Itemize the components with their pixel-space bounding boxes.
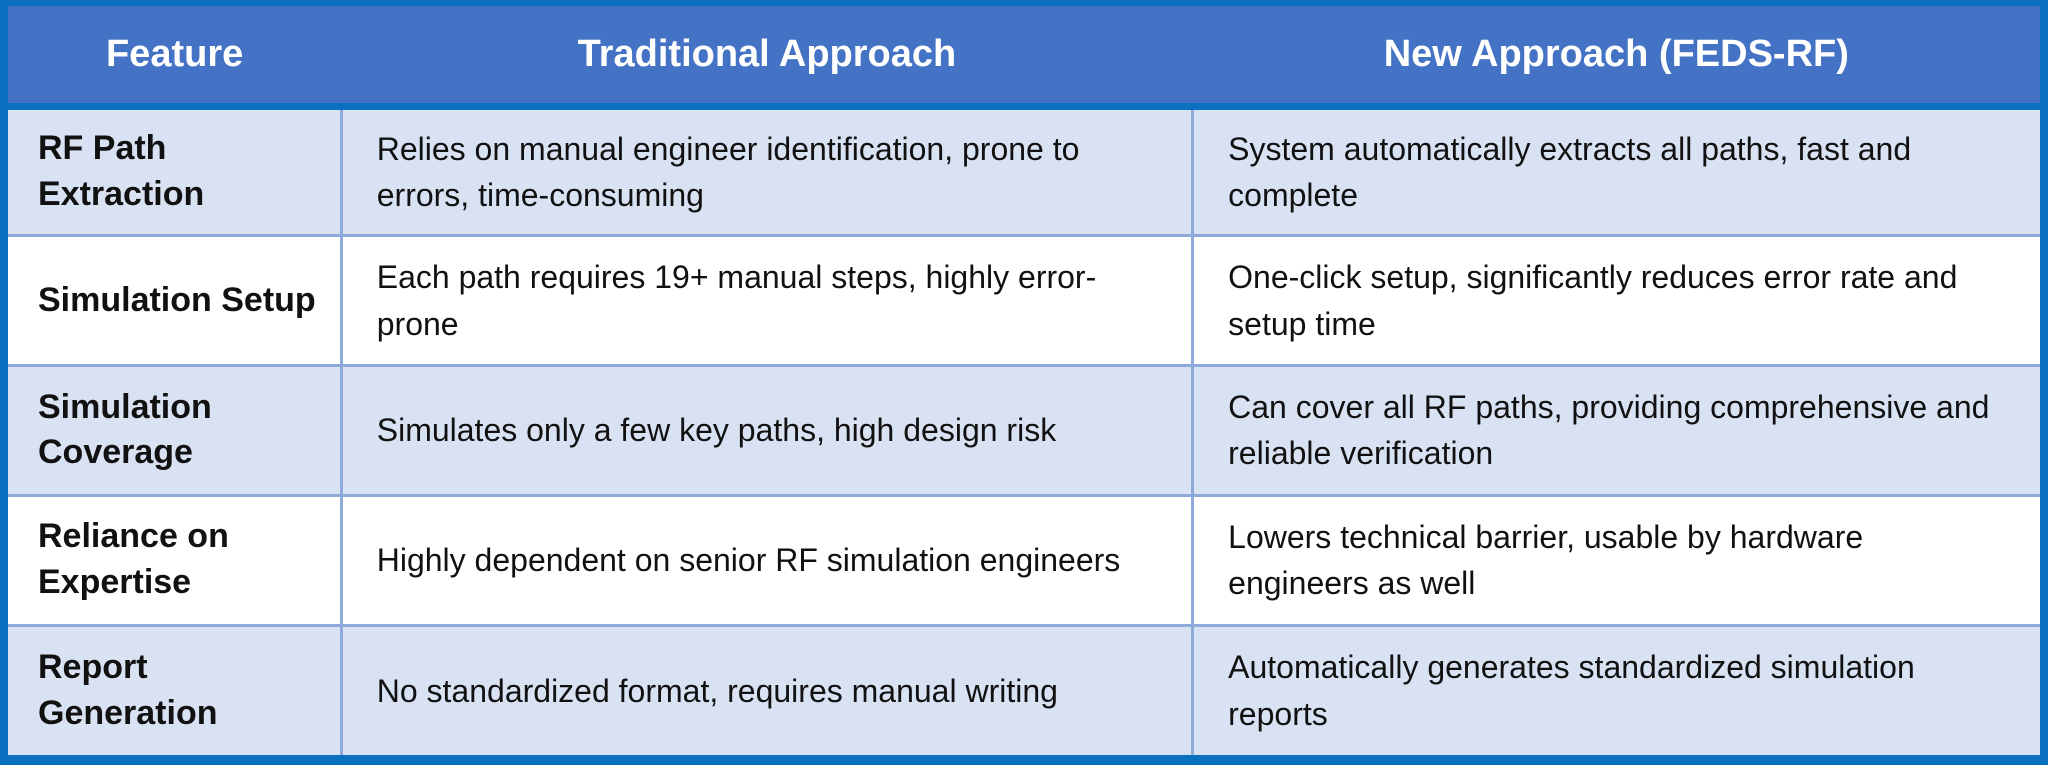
traditional-cell: Relies on manual engineer identification… (339, 106, 1195, 238)
feature-cell: Simulation Setup (8, 234, 343, 368)
new-approach-cell: System automatically extracts all paths,… (1191, 106, 2040, 238)
column-header-feature: Feature (8, 6, 342, 110)
feature-cell: Simulation Coverage (8, 364, 343, 497)
table-header: Feature Traditional Approach New Approac… (8, 6, 2040, 110)
feature-cell: Reliance on Expertise (8, 493, 343, 627)
table-row: Report Generation No standardized format… (8, 623, 2040, 755)
table-row: Simulation Setup Each path requires 19+ … (8, 234, 2040, 368)
table-row: RF Path Extraction Relies on manual engi… (8, 106, 2040, 238)
traditional-cell: Simulates only a few key paths, high des… (339, 364, 1195, 497)
new-approach-cell: Lowers technical barrier, usable by hard… (1191, 493, 2040, 627)
table-row: Reliance on Expertise Highly dependent o… (8, 493, 2040, 627)
new-approach-cell: Automatically generates standardized sim… (1191, 623, 2040, 755)
new-approach-cell: One-click setup, significantly reduces e… (1191, 234, 2040, 368)
comparison-table: Feature Traditional Approach New Approac… (8, 6, 2040, 755)
header-row: Feature Traditional Approach New Approac… (8, 6, 2040, 110)
feature-cell: Report Generation (8, 623, 343, 755)
feature-cell: RF Path Extraction (8, 106, 343, 238)
column-header-new-approach: New Approach (FEDS-RF) (1192, 6, 2040, 110)
traditional-cell: Each path requires 19+ manual steps, hig… (339, 234, 1195, 368)
traditional-cell: No standardized format, requires manual … (339, 623, 1195, 755)
traditional-cell: Highly dependent on senior RF simulation… (339, 493, 1195, 627)
table-body: RF Path Extraction Relies on manual engi… (8, 106, 2040, 755)
column-header-traditional: Traditional Approach (341, 6, 1193, 110)
new-approach-cell: Can cover all RF paths, providing compre… (1191, 364, 2040, 497)
table-row: Simulation Coverage Simulates only a few… (8, 364, 2040, 497)
